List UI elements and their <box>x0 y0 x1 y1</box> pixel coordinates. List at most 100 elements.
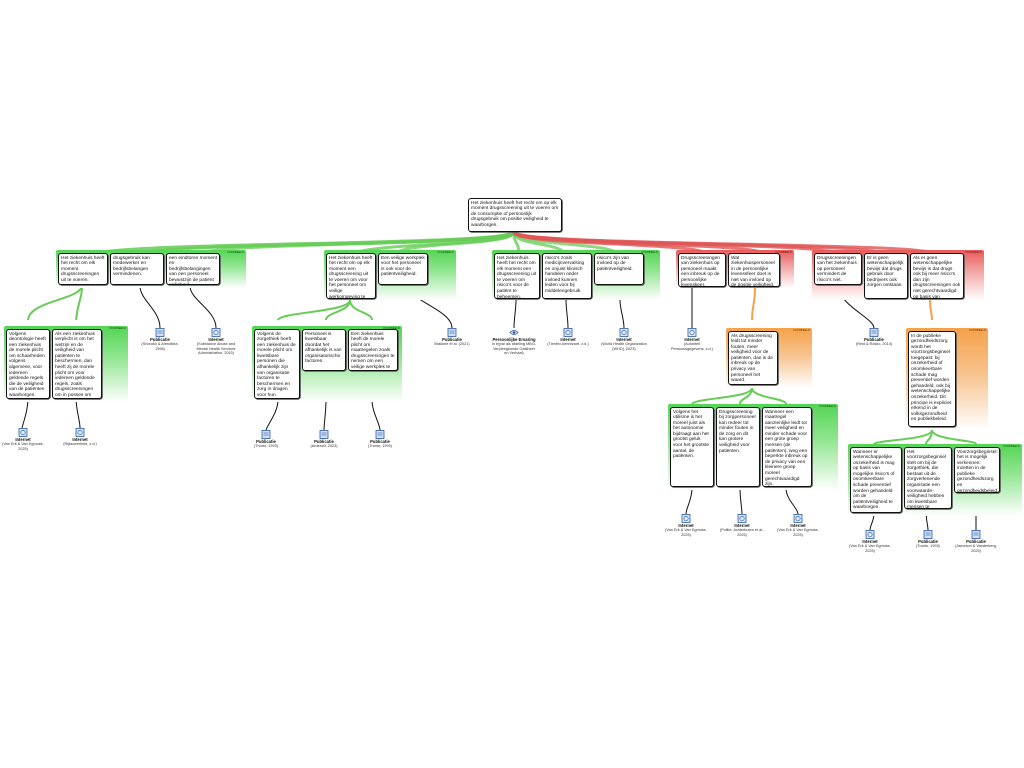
web-icon <box>737 514 747 523</box>
source-citation: In bijval als afdeling MBO-Verpleegkunde… <box>491 342 537 356</box>
reason-1c[interactable]: een eindtoren moment en bedrijfsbelangin… <box>166 253 220 285</box>
document-icon <box>923 530 933 539</box>
reason-1b[interactable]: drugsgebruik kan medewerker en bedrijfsb… <box>110 253 164 285</box>
source-19[interactable]: Publicatie (Jameson & Vanderberg, 2025) <box>953 530 999 553</box>
evidence-2c[interactable]: Een ziekenhuis heeft de morele plicht om… <box>348 329 398 371</box>
source-16[interactable]: Internet (Van Erk & Van Egmose, 2025) <box>775 514 821 537</box>
evidence-3c[interactable]: Wanneer een maatregel aanzienlijke leidt… <box>762 407 812 487</box>
reason-3a[interactable]: Het ziekenhuis heeft het recht om elk mo… <box>494 253 540 299</box>
source-type: Internet <box>684 337 700 342</box>
source-6[interactable]: Internet (World Health Organization [WHO… <box>601 328 647 351</box>
evidence-3b[interactable]: Drugsscreening bij zorgpersoneel kan red… <box>716 407 760 487</box>
group-label: VOORBEELD <box>968 329 986 332</box>
source-citation: (Politie, Achterbuten et al., 2025) <box>719 528 765 537</box>
group-label: VOORBEELD <box>383 327 400 330</box>
group-label: VOORBEELD <box>108 327 126 330</box>
evidence-1a[interactable]: Volgens deontologie heeft een ziekenhuis… <box>6 329 50 399</box>
source-citation: (Van Erk & Van Egmose, 2025) <box>849 544 891 553</box>
source-14[interactable]: Internet (Van Erk & Van Egmose, 2025) <box>663 514 709 537</box>
evidence-4a[interactable]: Wanneer er wetenschappelijke onzekerheid… <box>850 447 902 513</box>
source-2[interactable]: Internet (Substance Abuse and Mental Hea… <box>193 328 239 356</box>
objection-1b[interactable]: Wat ziekenhuispersoneel in de persoonlij… <box>728 253 780 287</box>
group-label: VOORBEELD <box>1002 445 1020 448</box>
group-label: VOORBEELD <box>964 251 982 254</box>
web-icon <box>793 514 803 523</box>
source-11[interactable]: Publicatie (Tronto, 1993) <box>243 430 289 449</box>
source-5[interactable]: Internet (Tientrix-kenniswet, z.d.) <box>545 328 591 347</box>
source-type: Internet <box>862 539 878 544</box>
reason-3b[interactable]: risico's zoals medicijnvervalsing en onj… <box>542 253 592 299</box>
source-type: Publicatie <box>314 439 334 444</box>
source-18[interactable]: Publicatie (Tronto, 1993) <box>905 530 951 549</box>
source-citation: (Substance Abuse and Mental Health Servi… <box>196 342 236 356</box>
evidence-2a[interactable]: Volgens de zorgethiek heeft een ziekenhu… <box>254 329 300 399</box>
source-citation: (Reid & Rosko, 2014) <box>855 342 893 347</box>
source-type: Internet <box>208 337 224 342</box>
group-label: VOORBEELD <box>774 251 792 254</box>
source-17[interactable]: Internet (Van Erk & Van Egmose, 2025) <box>847 530 893 553</box>
source-citation: (Ardenoli, 2023) <box>310 444 338 449</box>
source-7[interactable]: Internet (Autoriteit Persoonsgegevens, z… <box>669 328 715 351</box>
document-icon <box>155 328 165 337</box>
document-icon <box>971 530 981 539</box>
source-type: Internet <box>790 523 806 528</box>
source-type: Persoonlijke Ervaring <box>492 337 536 342</box>
web-icon <box>619 328 629 337</box>
source-citation: (Shoroko & Arendtlea, 1998) <box>141 342 179 351</box>
source-citation: (Autoriteit Persoonsgegevens, z.d.) <box>670 342 713 351</box>
evidence-2b[interactable]: Personeel is kwetsbaar doordat het afhan… <box>302 329 346 371</box>
evidence-4b[interactable]: Het voorzorgsbeginsel stelt om bij de zo… <box>904 447 952 509</box>
reason-1a[interactable]: Het ziekenhuis heeft het recht om elk mo… <box>58 253 108 285</box>
web-icon <box>687 328 697 337</box>
source-citation: (World Health Organization [WHO], 2023) <box>601 342 647 351</box>
source-12[interactable]: Publicatie (Ardenoli, 2023) <box>301 430 347 449</box>
source-4[interactable]: Persoonlijke Ervaring In bijval als afde… <box>491 328 537 356</box>
source-type: Publicatie <box>918 539 938 544</box>
root-claim[interactable]: Het ziekenhuis heeft het recht om op elk… <box>468 198 562 232</box>
group-label: VOORBEELD <box>640 251 658 254</box>
reason-3c[interactable]: risico's zijn van invloed op de patiëntv… <box>594 253 644 285</box>
source-citation: (Rijksoverheid, z.d.) <box>63 442 97 447</box>
source-1[interactable]: Publicatie (Shoroko & Arendtlea, 1998) <box>137 328 183 351</box>
evidence-3a[interactable]: Volgens het utilisme is het moreel juist… <box>670 407 714 487</box>
source-10[interactable]: Internet (Rijksoverheid, z.d.) <box>57 428 103 447</box>
objection-2a[interactable]: Drugsscreeningen van het ziekenhuis op p… <box>814 253 862 285</box>
objection-1a[interactable]: Drugsscreeningen van ziekenhuis op perso… <box>678 253 726 287</box>
group-label: VOORBEELD <box>436 251 454 254</box>
objection-2b[interactable]: Er is geen wetenschappelijk bewijs dat d… <box>864 253 908 299</box>
source-3[interactable]: Publicatie Brakkee et al. (2021) <box>429 328 475 347</box>
reason-2b[interactable]: Een veilige werkplek voor het personeel … <box>378 253 428 285</box>
source-type: Internet <box>560 337 576 342</box>
group-label: VOORBEELD <box>818 405 836 408</box>
objection-2c[interactable]: Als er geen wetenschappelijke bewijs is … <box>910 253 964 299</box>
document-icon <box>447 328 457 337</box>
document-icon <box>319 430 329 439</box>
web-icon <box>75 428 85 437</box>
source-type: Publicatie <box>370 439 390 444</box>
source-9[interactable]: Internet (Van Erk & Van Egmose, 2025) <box>0 428 46 451</box>
evidence-1b[interactable]: Als een ziekenhuis verplicht is om het w… <box>52 329 102 399</box>
source-citation: (Van Erk & Van Egmose, 2025) <box>777 528 819 537</box>
source-type: Publicatie <box>442 337 462 342</box>
source-type: Internet <box>72 437 88 442</box>
group-label: VOORBEELD <box>792 329 810 332</box>
source-8[interactable]: Publicatie (Reid & Rosko, 2014) <box>851 328 897 347</box>
source-citation: (Jameson & Vanderberg, 2025) <box>955 544 997 553</box>
source-type: Internet <box>678 523 694 528</box>
source-type: Internet <box>734 523 750 528</box>
reason-2a[interactable]: Het ziekenhuis heeft het recht om op elk… <box>326 253 376 299</box>
rebuttal-1[interactable]: Als drugsscreening leidt tot minder fout… <box>728 331 778 385</box>
source-type: Publicatie <box>150 337 170 342</box>
source-citation: (Tronto, 1993) <box>916 544 940 549</box>
source-13[interactable]: Publicatie (Tronto, 1993) <box>357 430 403 449</box>
web-icon <box>563 328 573 337</box>
source-citation: Brakkee et al. (2021) <box>434 342 470 347</box>
source-citation: (Van Erk & Van Egmose, 2025) <box>665 528 707 537</box>
document-icon <box>261 430 271 439</box>
eye-icon <box>509 330 519 335</box>
rebuttal-2[interactable]: In de publieke gezondheidszorg wordt het… <box>908 331 956 427</box>
source-15[interactable]: Internet (Politie, Achterbuten et al., 2… <box>719 514 765 537</box>
source-type: Publicatie <box>966 539 986 544</box>
evidence-4c[interactable]: Voorzorgsbeginsel: het is mogelijk verke… <box>954 447 1000 493</box>
web-icon <box>865 530 875 539</box>
